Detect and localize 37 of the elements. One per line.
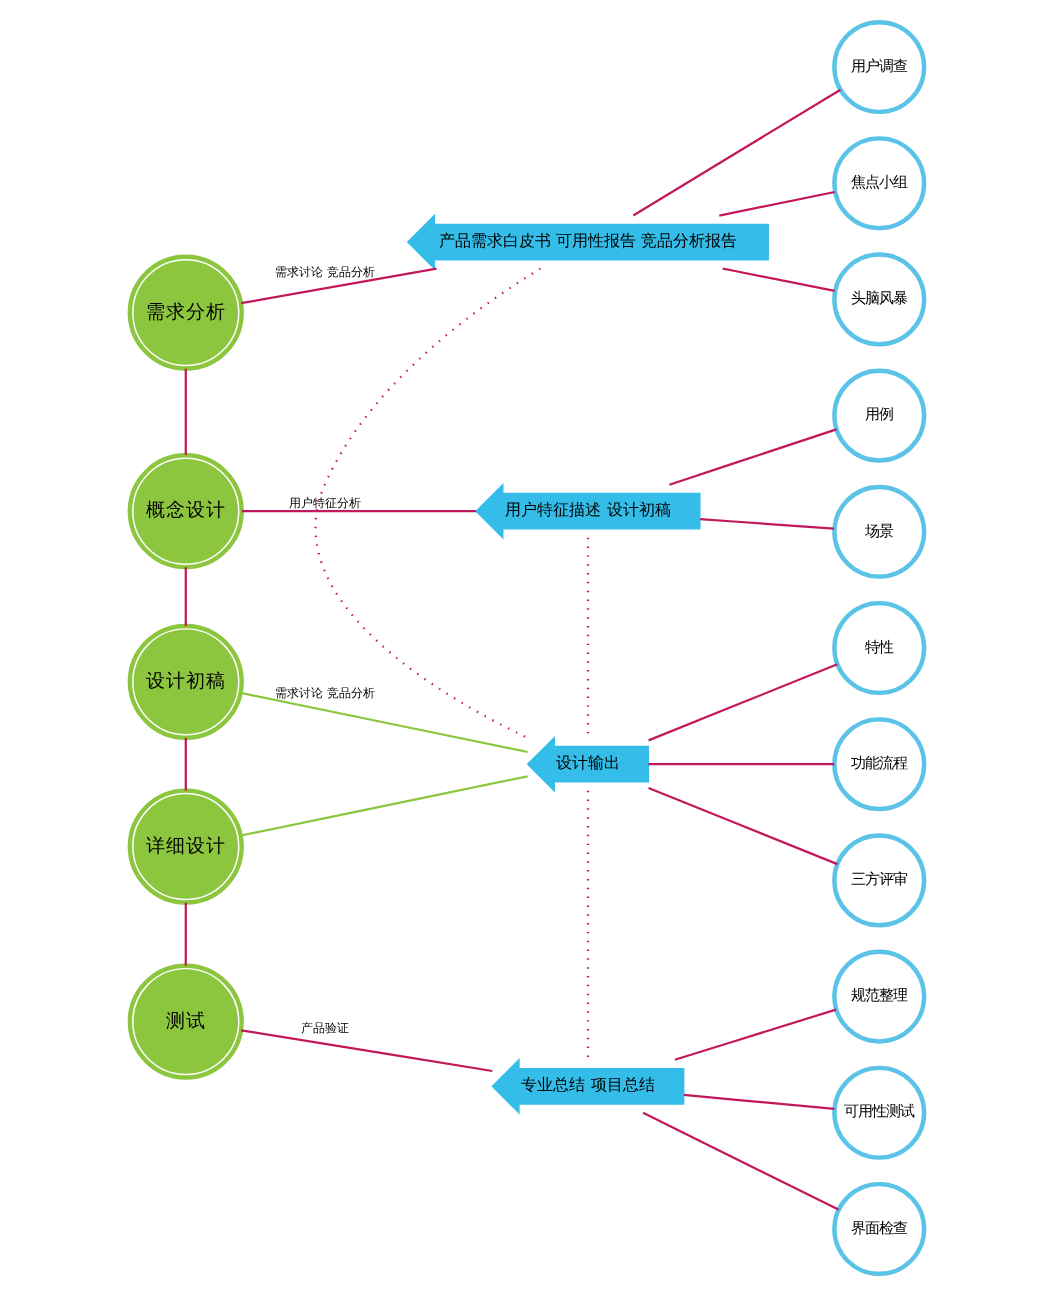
connector [642,1111,839,1211]
node-circle: 焦点小组 [832,136,927,231]
connector [184,567,187,626]
connector [184,368,187,455]
node-circle: 详细设计 [127,788,244,905]
connector [240,775,528,837]
node-circle: 场景 [832,484,927,579]
connector [669,428,837,486]
node-circle: 三方评审 [832,833,927,928]
connector [240,1029,493,1073]
connector [632,88,842,217]
node-circle: 概念设计 [127,453,244,570]
node-circle: 界面检查 [832,1181,927,1277]
node-circle: 用例 [832,368,927,463]
connector [648,763,835,766]
connector [241,510,477,513]
connector [683,1093,835,1110]
connector [722,267,835,292]
connector [648,663,838,742]
node-circle: 测试 [127,963,244,1080]
node-circle: 可用性测试 [832,1065,927,1160]
connector [240,267,437,305]
node-circle: 头脑风暴 [832,252,927,347]
node-circle: 用户调查 [832,19,927,115]
connector [719,190,835,217]
connector [315,267,541,739]
connector [240,691,528,754]
connector [184,902,187,966]
node-circle: 规范整理 [832,949,927,1044]
connector [700,518,835,530]
node-circle: 功能流程 [832,717,927,812]
node-circle: 需求分析 [127,254,244,371]
node-circle: 特性 [832,600,927,696]
connector [674,1008,837,1061]
node-circle: 设计初稿 [127,623,244,740]
connector [648,786,838,866]
connector [184,737,187,791]
